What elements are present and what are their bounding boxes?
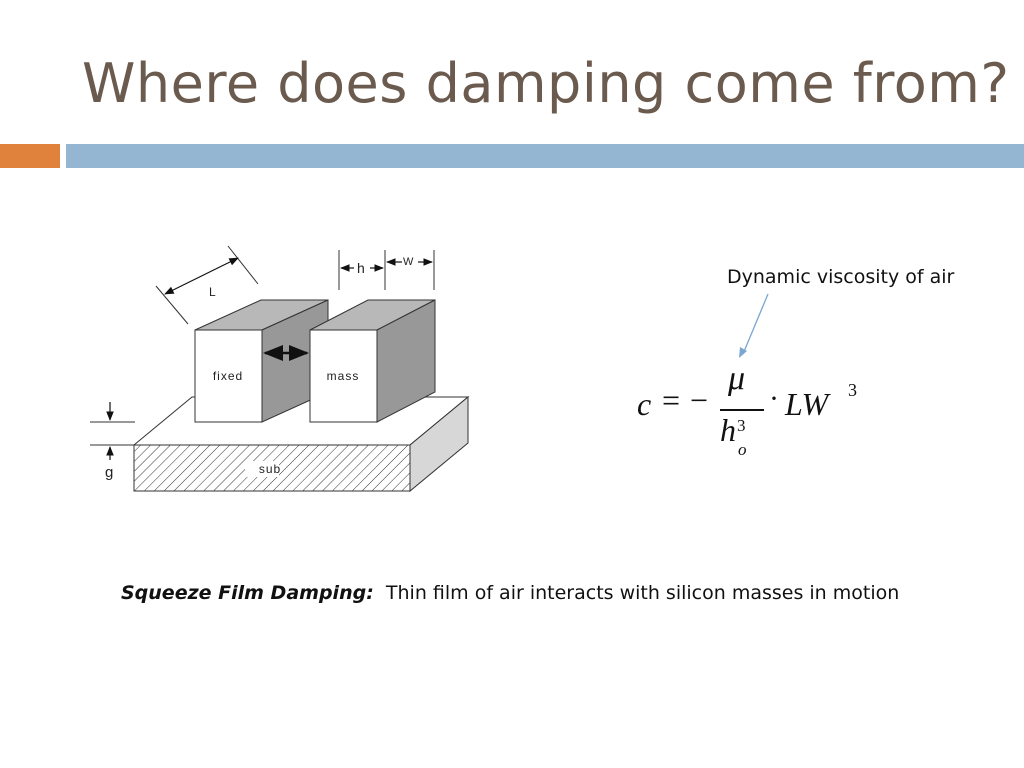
width-gap-dimension [338,250,435,290]
formula-factor-exponent: 3 [848,380,857,400]
formula-denominator: h [720,412,736,448]
squeeze-film-diagram: L h W fixed mass sub g [90,245,470,493]
caption: Squeeze Film Damping: Thin film of air i… [121,582,899,604]
formula-equals: = [662,382,681,418]
fixed-label: fixed [213,369,243,383]
caption-description: Thin film of air interacts with silicon … [385,582,900,604]
formula-denominator-subscript: o [738,440,747,459]
substrate-block [132,395,470,493]
formula-factor: LW [785,386,829,422]
formula-dot: · [769,382,779,415]
accent-bar-blue [66,144,1024,168]
caption-colon: : [366,582,374,604]
substrate-label: sub [259,462,281,476]
formula-minus: − [690,382,709,418]
slide-title: Where does damping come from? [82,52,1010,115]
width-label: W [403,256,414,268]
viscosity-annotation: Dynamic viscosity of air [727,266,955,288]
length-dimension [155,245,259,325]
caption-term: Squeeze Film Damping [121,582,367,604]
formula-fraction-bar [720,409,764,411]
damping-formula: c = − μ h 3 o · LW 3 [634,360,894,470]
gap-g-label: g [105,464,113,481]
formula-denominator-exponent: 3 [737,416,746,435]
mass-block [309,299,436,423]
accent-bar-orange [0,144,60,168]
formula-lhs: c [637,386,652,422]
viscosity-pointer-arrow [739,293,769,358]
formula-numerator-mu: μ [728,360,746,397]
gap-h-label: h [357,260,365,276]
gap-g-dimension [90,402,135,460]
length-label: L [209,285,216,299]
mass-label: mass [327,369,360,383]
